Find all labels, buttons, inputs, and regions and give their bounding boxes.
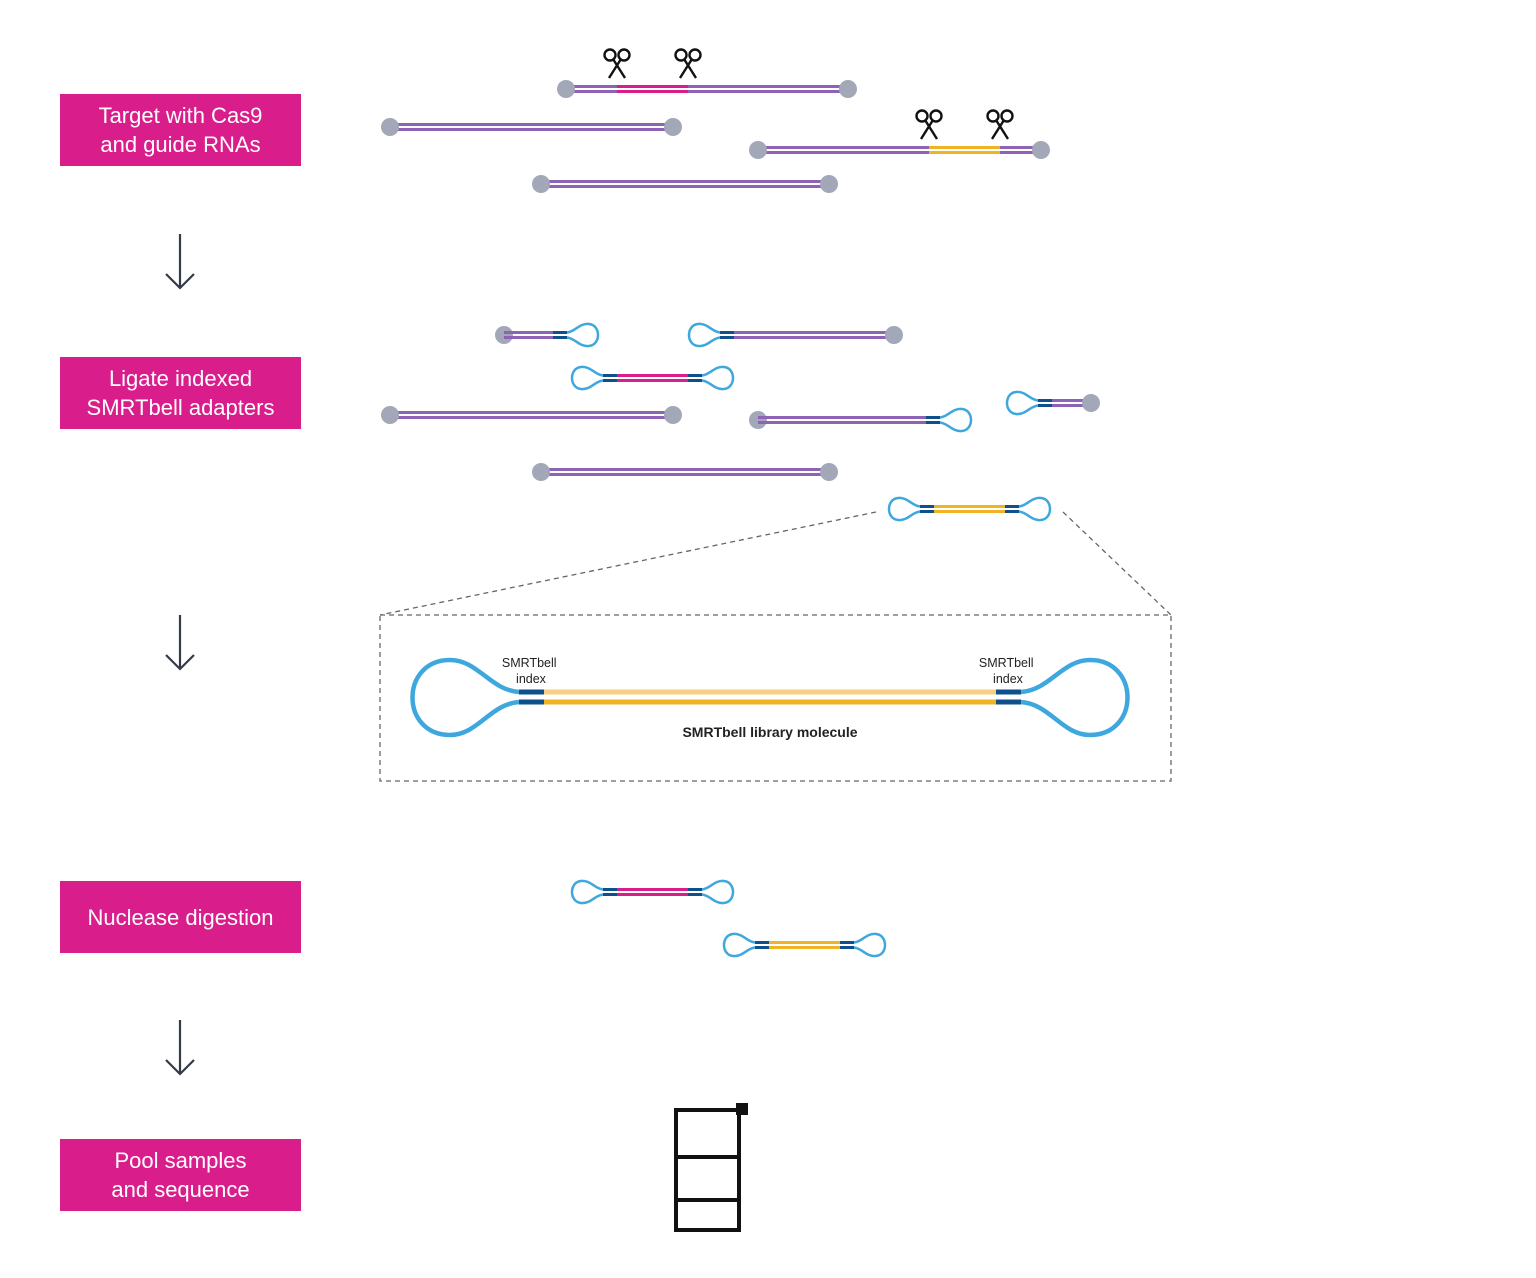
scissors-handle bbox=[986, 109, 1000, 123]
sequencer-indicator bbox=[736, 1103, 748, 1115]
adapter-loop-right bbox=[1020, 657, 1130, 738]
adapter-loop bbox=[887, 496, 921, 522]
scissors-icon bbox=[915, 109, 943, 140]
scissors-blade bbox=[607, 58, 623, 79]
dna-end-cap bbox=[664, 118, 682, 136]
scissors-handle bbox=[1000, 109, 1014, 123]
down-arrow-icon bbox=[165, 234, 195, 290]
adapter-loop bbox=[687, 322, 721, 348]
dna-end-cap bbox=[664, 406, 682, 424]
dna-end-cap bbox=[820, 175, 838, 193]
smrtbell-library-molecule bbox=[410, 657, 1130, 738]
dna-end-cap bbox=[532, 463, 550, 481]
dna-end-cap bbox=[749, 411, 767, 429]
step-pool-sequence: Pool samples and sequence bbox=[60, 1139, 301, 1211]
scissors-handle bbox=[617, 48, 631, 62]
dna-end-cap bbox=[1082, 394, 1100, 412]
step-target-cas9: Target with Cas9 and guide RNAs bbox=[60, 94, 301, 166]
scissors-handle bbox=[915, 109, 929, 123]
scissors-handle bbox=[688, 48, 702, 62]
dna-end-cap bbox=[381, 118, 399, 136]
molecule-label: SMRTbell library molecule bbox=[682, 724, 857, 740]
zoom-callout-box bbox=[379, 614, 1172, 782]
left-index-label: SMRTbell index bbox=[502, 656, 560, 686]
sequencer-icon bbox=[674, 1103, 748, 1232]
scissors-blade bbox=[611, 58, 627, 79]
adapter-loop bbox=[1005, 390, 1039, 416]
adapter-loop bbox=[566, 322, 600, 348]
dna-end-cap bbox=[557, 80, 575, 98]
adapter-loop bbox=[853, 932, 887, 958]
scissors-blade bbox=[923, 119, 939, 140]
scissors-icon bbox=[674, 48, 702, 79]
zoom-guide-line bbox=[1062, 511, 1172, 616]
adapter-loop bbox=[1018, 496, 1052, 522]
scissors-handle bbox=[603, 48, 617, 62]
zoom-guide-line bbox=[379, 511, 877, 616]
scissors-icon bbox=[603, 48, 631, 79]
dna-end-cap bbox=[820, 463, 838, 481]
target-molecules bbox=[381, 80, 1050, 193]
digested-molecules bbox=[570, 879, 887, 958]
down-arrow-icon bbox=[165, 1020, 195, 1076]
ligated-molecules bbox=[381, 322, 1100, 522]
scissors-handle bbox=[674, 48, 688, 62]
adapter-loop bbox=[570, 365, 604, 391]
dna-end-cap bbox=[381, 406, 399, 424]
arrow-head bbox=[165, 1059, 195, 1076]
adapter-loop bbox=[939, 407, 973, 433]
adapter-loop bbox=[701, 879, 735, 905]
scissors-blade bbox=[682, 58, 698, 79]
arrow-head bbox=[165, 654, 195, 671]
dna-end-cap bbox=[749, 141, 767, 159]
right-index-label: SMRTbell index bbox=[979, 656, 1037, 686]
scissors-blade bbox=[678, 58, 694, 79]
scissors-blade bbox=[919, 119, 935, 140]
step-nuclease-digestion: Nuclease digestion bbox=[60, 881, 301, 953]
dna-end-cap bbox=[495, 326, 513, 344]
adapter-loop bbox=[701, 365, 735, 391]
step-ligate-adapters: Ligate indexed SMRTbell adapters bbox=[60, 357, 301, 429]
scissors-blade bbox=[990, 119, 1006, 140]
dna-end-cap bbox=[839, 80, 857, 98]
scissors-icon bbox=[986, 109, 1014, 140]
sequencer-body bbox=[674, 1108, 741, 1232]
scissors-blade bbox=[994, 119, 1010, 140]
adapter-loop-left bbox=[410, 657, 520, 738]
dna-end-cap bbox=[885, 326, 903, 344]
arrow-head bbox=[165, 273, 195, 290]
adapter-loop bbox=[722, 932, 756, 958]
scissors-handle bbox=[929, 109, 943, 123]
adapter-loop bbox=[570, 879, 604, 905]
down-arrow-icon bbox=[165, 615, 195, 671]
dna-end-cap bbox=[1032, 141, 1050, 159]
dna-end-cap bbox=[532, 175, 550, 193]
